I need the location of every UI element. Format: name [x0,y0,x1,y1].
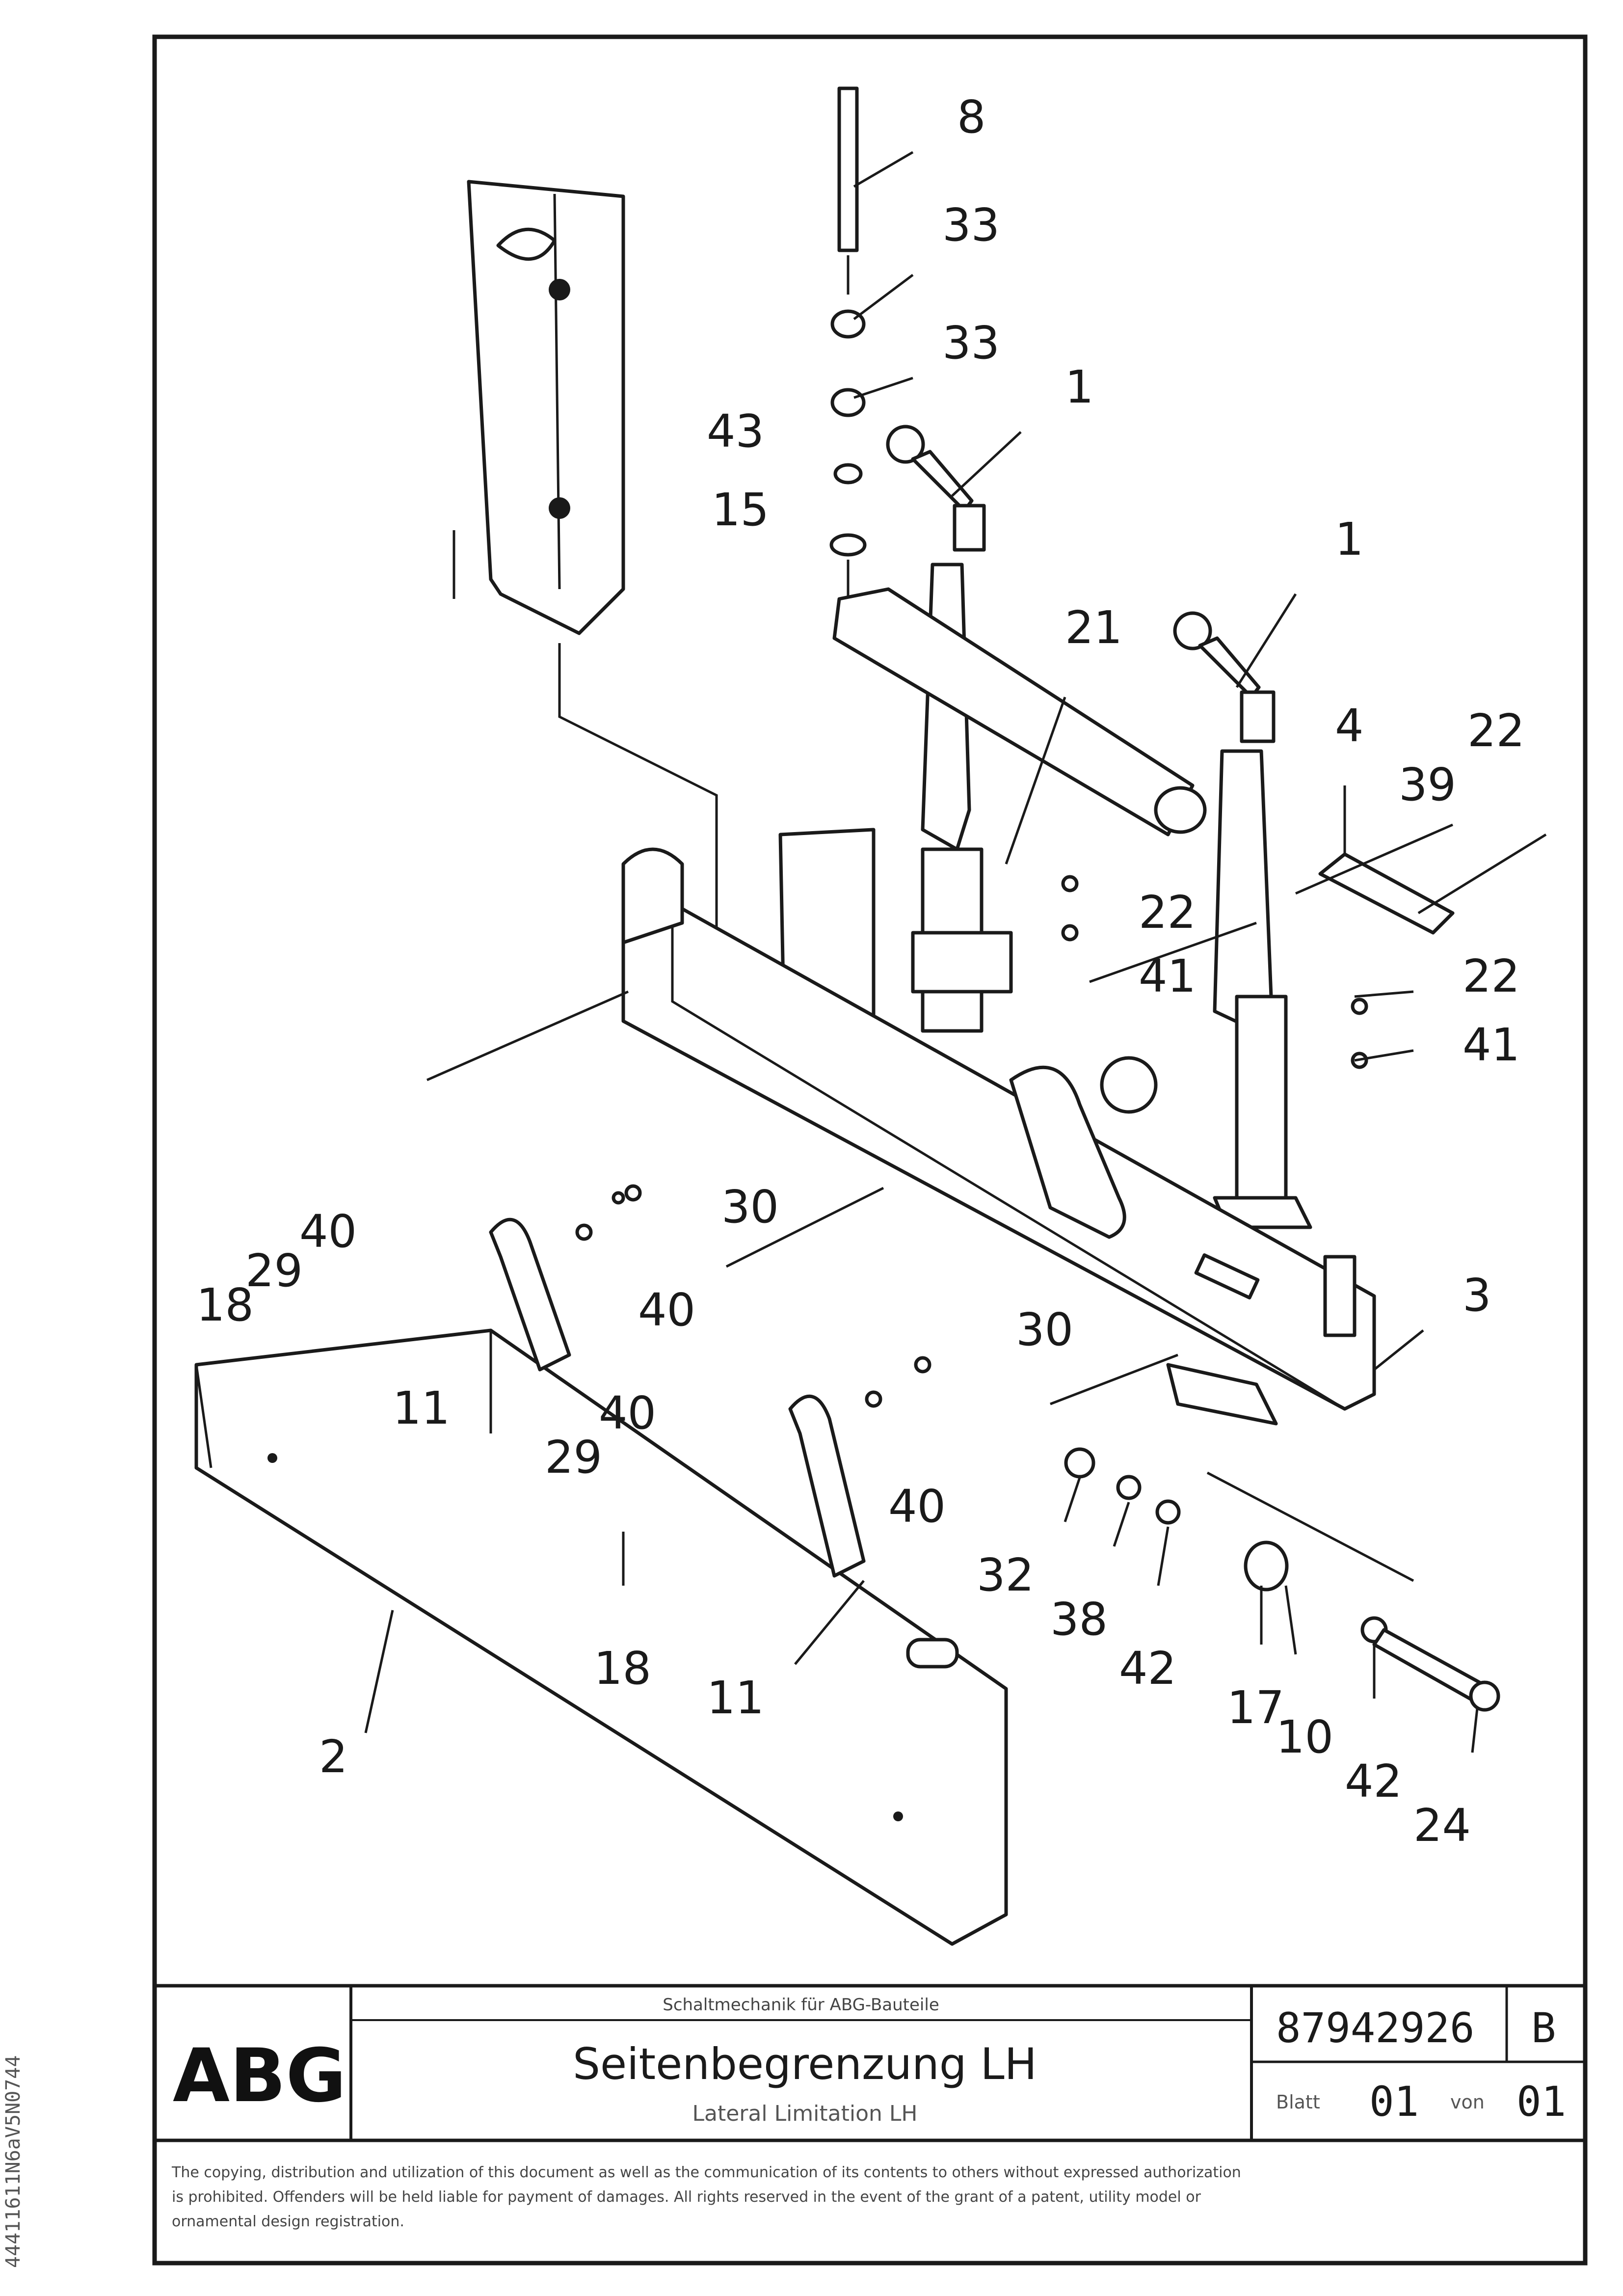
callout-30-a: 30 [721,1181,779,1233]
callout-40-b: 40 [638,1284,695,1336]
title-block: ABG Schaltmechanik für ABG-Bauteile Seit… [155,1984,1585,2142]
callout-labels: 8 33 33 1 43 15 1 21 4 22 39 22 41 22 41… [196,91,1525,1852]
callout-40-a: 40 [299,1205,357,1258]
of-label: von [1450,2091,1485,2113]
sheet-value: 01 [1369,2078,1419,2126]
side-code: 44411611N6aV5N0744 [2,2055,25,2268]
callout-4: 4 [1335,700,1364,752]
tube-21 [832,587,1207,837]
title-header-small: Schaltmechanik für ABG-Bauteile [663,1995,939,2015]
exploded-view: 8 33 33 1 43 15 1 21 4 22 39 22 41 22 41… [194,86,1547,1946]
drawing-number: 87942926 [1276,2004,1475,2052]
callout-1-a: 1 [1065,361,1094,413]
callout-11-a: 11 [393,1382,450,1434]
callout-32: 32 [977,1549,1034,1601]
revision-letter: B [1531,2004,1556,2052]
sheet-label: Blatt [1276,2091,1320,2113]
callout-40-c: 40 [599,1387,656,1439]
callout-2: 2 [319,1730,348,1783]
callout-29-b: 29 [545,1431,602,1484]
fasteners [575,875,1500,1712]
callout-22-c: 22 [1463,950,1520,1002]
callout-42-b: 42 [1345,1755,1402,1808]
legal-line-2: is prohibited. Offenders will be held li… [172,2188,1201,2206]
callout-42-a: 42 [1119,1642,1176,1695]
callout-17: 17 [1227,1681,1284,1734]
pin-and-washers [829,86,867,599]
assembly-lines [426,823,1454,1582]
main-beam [621,847,1376,1426]
of-value: 01 [1517,2078,1566,2126]
callout-33-b: 33 [942,317,1000,369]
callout-leaders [364,151,1547,1753]
callout-24: 24 [1413,1799,1471,1852]
callout-8: 8 [957,91,986,143]
legal-line-1: The copying, distribution and utilizatio… [171,2164,1241,2181]
callout-30-b: 30 [1016,1303,1073,1356]
callout-41-a: 41 [1139,950,1196,1002]
side-panel-2 [194,1328,1008,1946]
legal-notice: The copying, distribution and utilizatio… [171,2164,1241,2230]
callout-18-a: 18 [196,1279,254,1331]
callout-40-d: 40 [888,1480,946,1533]
upright-plate [452,180,718,933]
callout-43: 43 [707,405,764,458]
hinge-brackets [489,1217,866,1578]
callout-10: 10 [1276,1711,1333,1763]
callout-21: 21 [1065,601,1122,654]
legal-line-3: ornamental design registration. [172,2213,404,2230]
callout-11-b: 11 [707,1672,764,1724]
callout-41-b: 41 [1463,1019,1520,1071]
callout-3: 3 [1463,1269,1491,1322]
callout-29-a: 29 [245,1244,303,1297]
callout-39: 39 [1399,758,1456,811]
callout-22-a: 22 [1467,704,1525,757]
lever-right [1173,611,1312,1229]
callout-22-b: 22 [1139,886,1196,939]
callout-1-b: 1 [1335,513,1364,566]
abg-logo: ABG [173,2033,346,2119]
callout-18-b: 18 [594,1642,651,1695]
callout-15: 15 [712,484,769,536]
drawing-frame [152,34,1588,2266]
callout-38: 38 [1050,1593,1108,1646]
drawing-title: Seitenbegrenzung LH [573,2039,1037,2089]
callout-33-a: 33 [942,199,1000,251]
drawing-subtitle: Lateral Limitation LH [692,2101,918,2126]
